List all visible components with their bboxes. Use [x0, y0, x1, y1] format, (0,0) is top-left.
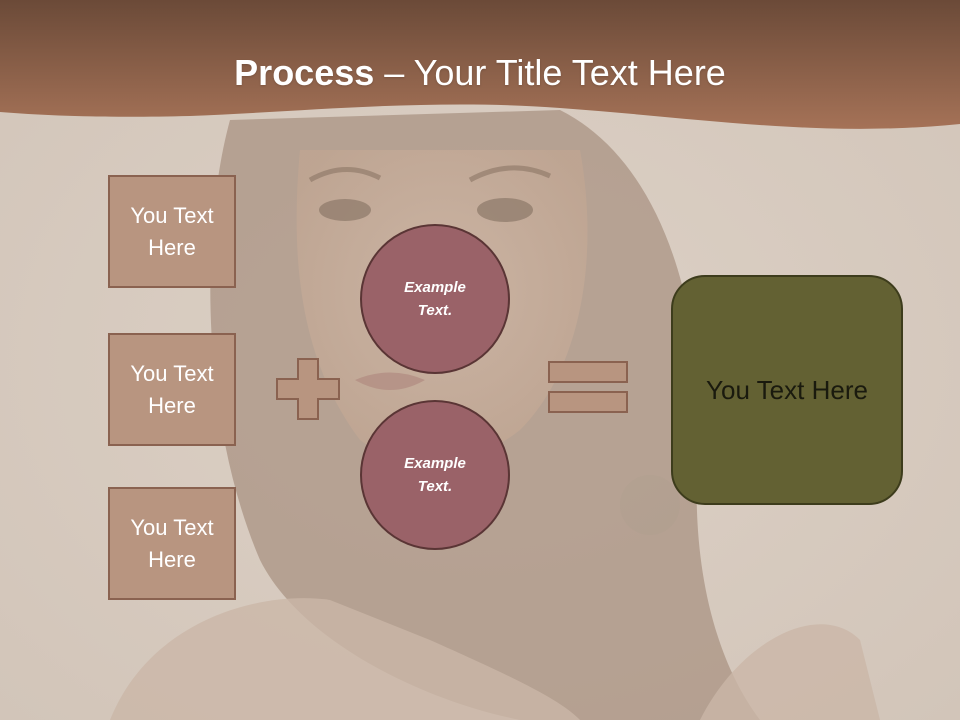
- title-bold-text: Process: [234, 52, 375, 93]
- example-circle-1: Example Text.: [360, 224, 510, 374]
- text-box-3-line1: You Text: [130, 514, 214, 540]
- example-circle-2: Example Text.: [360, 400, 510, 550]
- text-box-3: You Text Here: [108, 487, 236, 600]
- header-wave-band: [0, 0, 960, 129]
- example-circle-2-line2: Text.: [417, 478, 453, 495]
- text-box-1-line2: Here: [148, 234, 196, 260]
- plus-icon: [276, 358, 340, 420]
- text-box-2-line1: You Text: [130, 360, 214, 386]
- result-box: You Text Here: [671, 275, 903, 505]
- example-circle-2-line1: Example: [404, 455, 466, 472]
- text-box-1: You Text Here: [108, 175, 236, 288]
- text-box-2: You Text Here: [108, 333, 236, 446]
- text-box-2-line2: Here: [148, 392, 196, 418]
- text-box-1-line1: You Text: [130, 202, 214, 228]
- text-box-3-line2: Here: [148, 546, 196, 572]
- example-circle-1-line1: Example: [404, 279, 466, 296]
- title-rest-text: – Your Title Text Here: [374, 52, 726, 93]
- slide-title: Process – Your Title Text Here: [0, 52, 960, 94]
- equals-icon: [548, 361, 628, 413]
- example-circle-1-line2: Text.: [417, 302, 453, 319]
- result-text: You Text Here: [706, 374, 868, 405]
